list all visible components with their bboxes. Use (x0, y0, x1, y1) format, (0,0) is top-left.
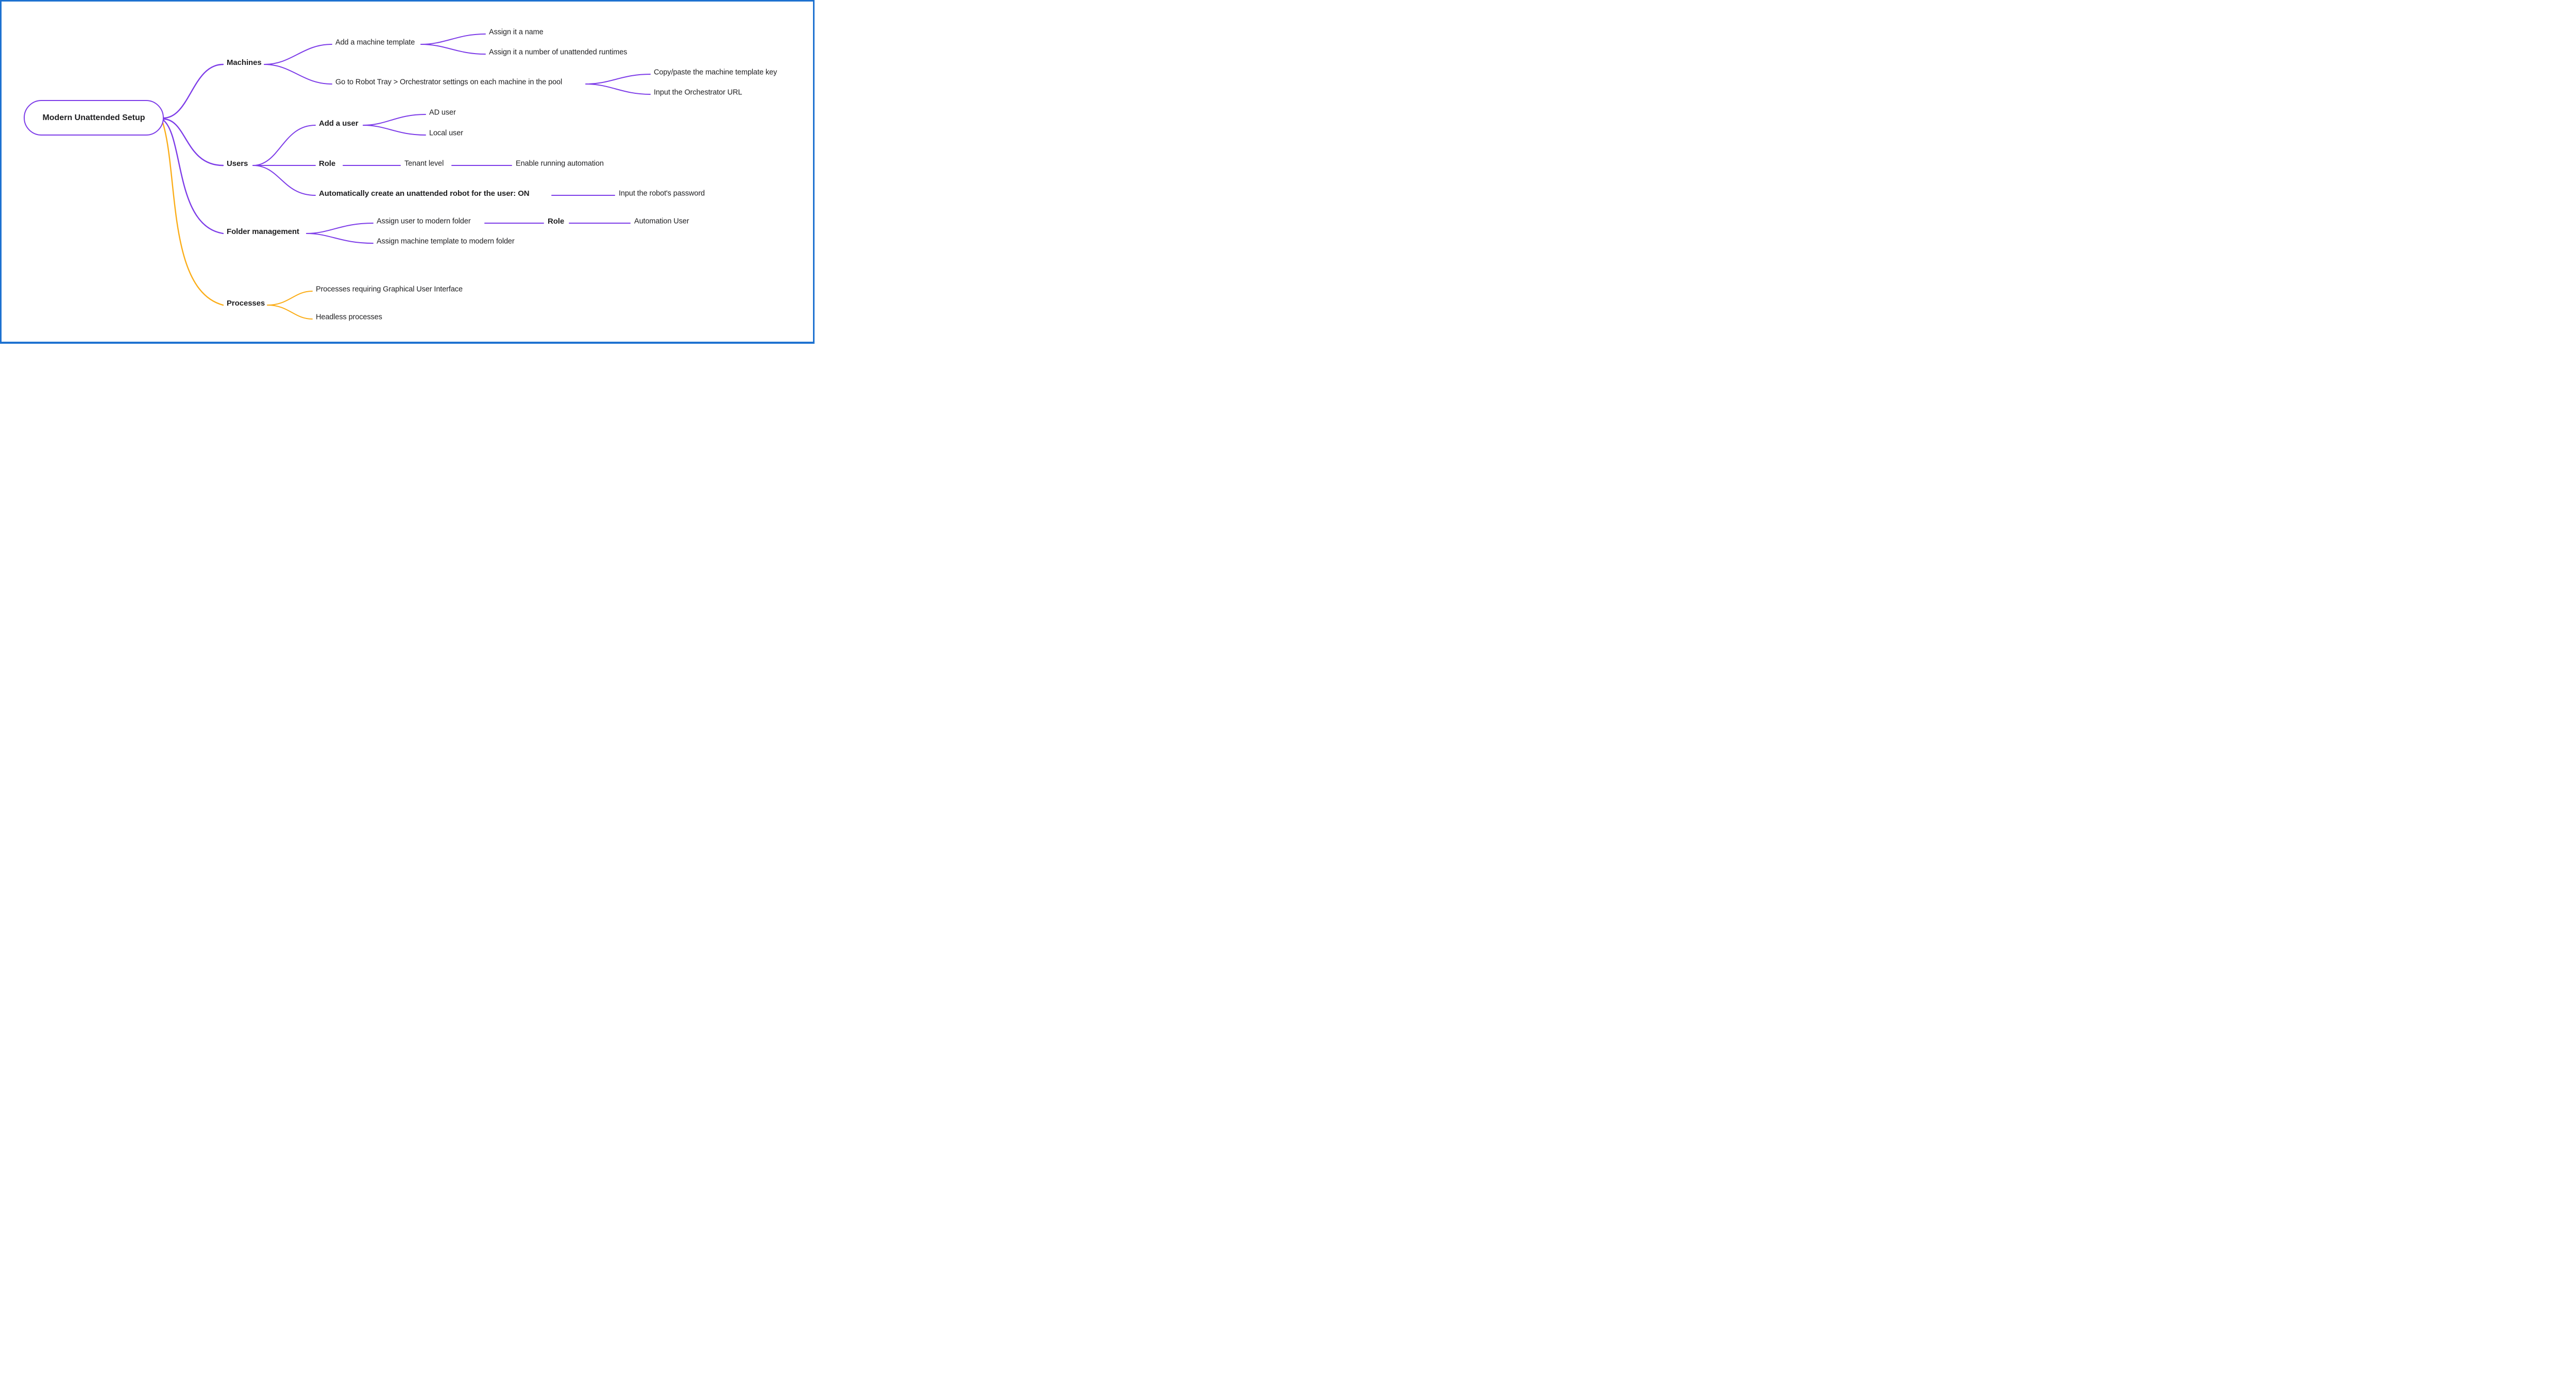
edge-processes-headless (267, 305, 313, 320)
node-users[interactable]: Users (227, 159, 248, 168)
node-headless-processes[interactable]: Headless processes (316, 313, 382, 322)
node-processes[interactable]: Processes (227, 299, 265, 308)
edge-machines-robot-tray (264, 64, 332, 85)
edge-machines-add-template (264, 44, 332, 65)
mindmap-canvas: Modern Unattended Setup Machines Users F… (0, 0, 815, 344)
edge-root-machines (162, 63, 224, 119)
node-enable-running-automation[interactable]: Enable running automation (516, 159, 604, 168)
mindmap-edges (161, 33, 651, 320)
edge-users-auto-robot (252, 165, 316, 196)
edge-folder-assign-user (306, 223, 374, 234)
node-assign-user-to-modern-folder[interactable]: Assign user to modern folder (377, 217, 471, 226)
node-input-orchestrator-url[interactable]: Input the Orchestrator URL (654, 88, 742, 97)
edge-template-runtimes (420, 44, 486, 55)
node-add-machine-template[interactable]: Add a machine template (335, 38, 415, 47)
node-role-folder[interactable]: Role (548, 217, 565, 226)
node-tenant-level[interactable]: Tenant level (404, 159, 444, 168)
node-automation-user[interactable]: Automation User (634, 217, 689, 226)
root-node[interactable]: Modern Unattended Setup (24, 100, 164, 136)
edge-tray-copy-key (585, 74, 651, 85)
edge-folder-assign-machine (306, 233, 374, 244)
node-machines[interactable]: Machines (227, 58, 262, 67)
node-assign-unattended-runtimes[interactable]: Assign it a number of unattended runtime… (489, 48, 628, 57)
edge-root-processes (161, 120, 224, 306)
node-processes-requiring-gui[interactable]: Processes requiring Graphical User Inter… (316, 285, 463, 294)
edge-users-add-user (252, 125, 316, 166)
edge-adduser-ad-user (363, 114, 426, 126)
node-auto-create-robot[interactable]: Automatically create an unattended robot… (319, 189, 530, 198)
node-input-robot-password[interactable]: Input the robot's password (619, 189, 705, 198)
node-go-to-robot-tray[interactable]: Go to Robot Tray > Orchestrator settings… (335, 78, 563, 87)
edge-root-users (162, 118, 224, 166)
node-assign-machine-template-to-modern-folder[interactable]: Assign machine template to modern folder (377, 237, 515, 246)
node-folder-management[interactable]: Folder management (227, 227, 299, 236)
edge-adduser-local-user (363, 125, 426, 136)
edge-tray-orchestrator-url (585, 83, 651, 95)
node-local-user[interactable]: Local user (429, 129, 463, 138)
edge-template-name (420, 33, 486, 45)
edge-processes-gui (267, 291, 313, 306)
node-assign-it-a-name[interactable]: Assign it a name (489, 28, 544, 37)
node-role-tenant[interactable]: Role (319, 159, 336, 168)
edge-root-folder-management (162, 119, 224, 234)
node-add-a-user[interactable]: Add a user (319, 119, 359, 128)
node-copy-paste-template-key[interactable]: Copy/paste the machine template key (654, 68, 777, 77)
node-ad-user[interactable]: AD user (429, 108, 456, 117)
